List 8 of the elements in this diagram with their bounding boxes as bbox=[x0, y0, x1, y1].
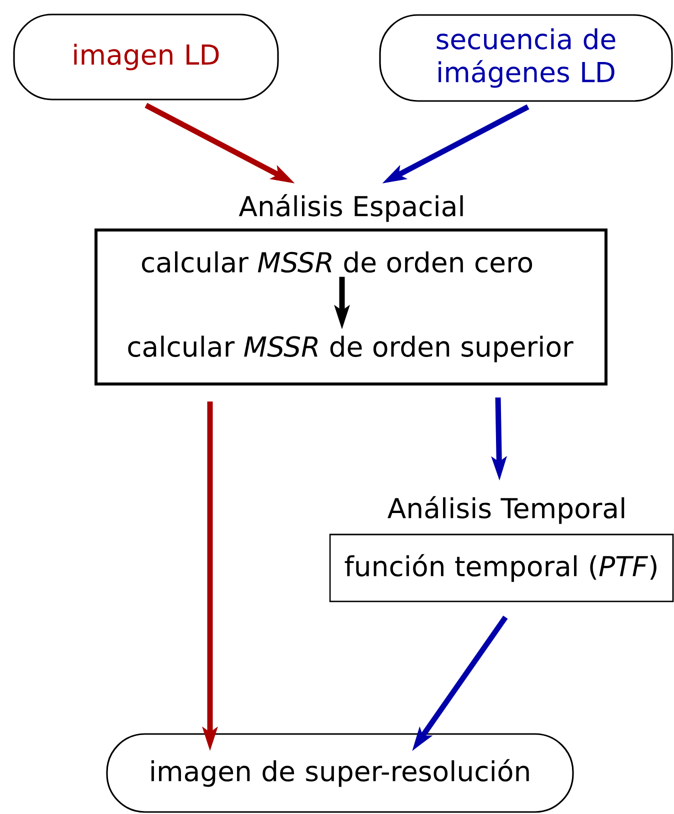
section-heading: Análisis Espacial bbox=[238, 194, 463, 222]
step-text: calcular MSSR de orden cero bbox=[142, 251, 532, 273]
rounded-box: secuencia de imágenes LD bbox=[379, 14, 673, 102]
section-heading: Análisis Temporal bbox=[388, 496, 624, 524]
rounded-box: imagen LD bbox=[13, 14, 279, 100]
step-text: calcular MSSR de orden superior bbox=[128, 336, 574, 362]
rounded-box: imagen de super-resolución bbox=[106, 733, 574, 813]
process-box: función temporal (PTF) bbox=[329, 534, 674, 602]
